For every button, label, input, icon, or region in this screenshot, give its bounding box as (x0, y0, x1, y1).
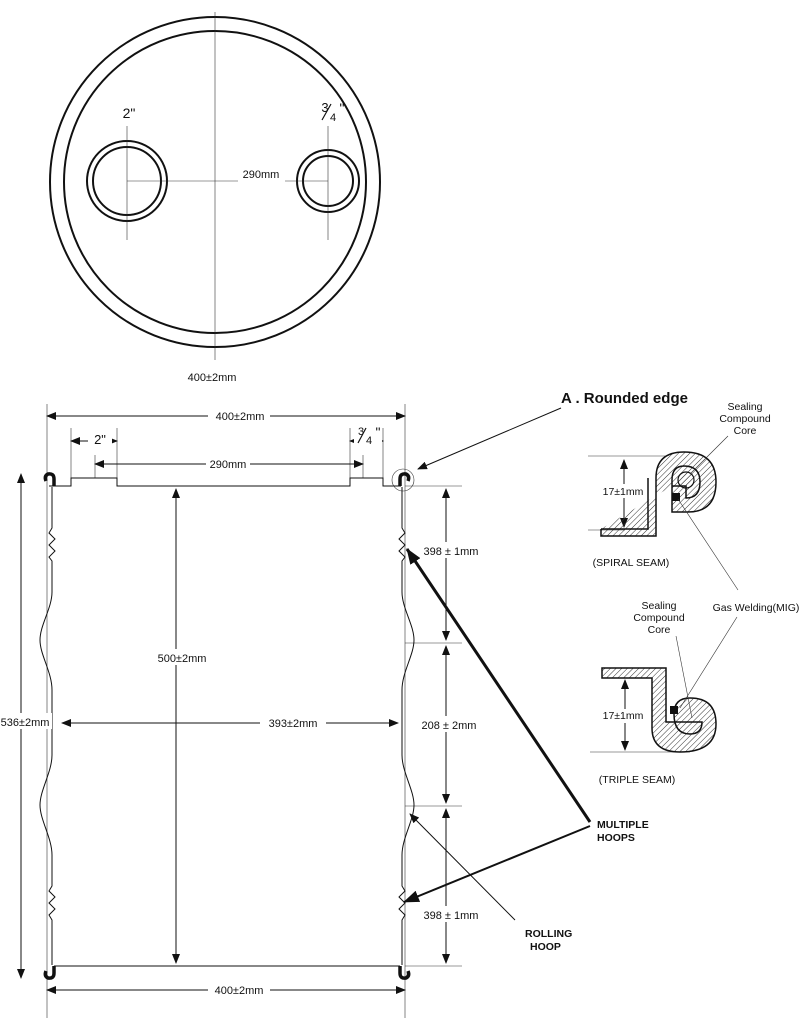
side-large-opening-label: 2" (94, 432, 106, 447)
rounded-edge-detail-circle (391, 468, 415, 492)
gas-welding-label: Gas Welding(MIG) (713, 602, 800, 614)
top-small-opening-label: 3 4 " (321, 100, 344, 124)
rolling-hoop-label-line2: HOOP (530, 941, 561, 953)
rolling-hoop-label-line1: ROLLING (525, 928, 572, 940)
spiral-height-label: 17±1mm (603, 486, 644, 498)
spiral-seam-detail: 17±1mm Sealing Compound Core (SPIRAL SEA… (588, 401, 771, 569)
top-small-opening-numerator: 3 (321, 100, 328, 115)
triple-sealing-label-2: Compound (633, 612, 685, 624)
gas-welding-callout: Gas Welding(MIG) (677, 498, 800, 709)
callouts: A . Rounded edge MULTIPLE HOOPS ROLLING … (403, 390, 688, 953)
top-left-chime (43, 472, 56, 486)
spiral-weld-point (672, 493, 680, 501)
side-small-opening-denominator: 4 (366, 435, 372, 447)
spiral-sealing-label-2: Compound (719, 413, 771, 425)
side-center-distance-label: 290mm (210, 459, 247, 471)
multiple-hoops-label-line2: HOOPS (597, 832, 635, 844)
rounded-edge-leader (417, 407, 562, 470)
rounded-edge-callout-label: A . Rounded edge (561, 390, 688, 407)
body-diameter-label: 393±2mm (269, 718, 318, 730)
top-small-opening-inch-mark: " (340, 100, 345, 116)
triple-seam-detail: 17±1mm Sealing Compound Core (TRIPLE SEA… (590, 600, 717, 786)
side-top-width-label: 400±2mm (216, 411, 265, 423)
side-view: 400±2mm 2" 3 4 " 290mm 500±2mm 536±2mm 3… (0, 404, 484, 1018)
triple-sealing-label-3: Core (648, 624, 671, 636)
gas-welding-leader-triple (679, 616, 738, 709)
side-small-opening-label: 3 4 " (357, 424, 381, 447)
drum-top-head (49, 477, 401, 487)
top-small-opening-denominator: 4 (330, 112, 336, 124)
side-small-opening-inch-mark: " (376, 424, 381, 440)
rolling-hoop-leader (409, 813, 516, 921)
gas-welding-leader-spiral (677, 498, 739, 591)
triple-seam-profile (601, 667, 717, 753)
top-center-distance-label: 290mm (243, 169, 280, 181)
multiple-hoops-label-line1: MULTIPLE (597, 819, 649, 831)
inner-height-label: 500±2mm (158, 653, 207, 665)
triple-sealing-label-1: Sealing (641, 600, 676, 612)
lower-span-label: 398 ± 1mm (424, 910, 479, 922)
drum-right-wall (398, 487, 415, 965)
triple-seam-caption: (TRIPLE SEAM) (599, 774, 675, 786)
top-diameter-label: 400±2mm (188, 372, 237, 384)
top-right-chime (391, 468, 415, 492)
spiral-sealing-leader (689, 435, 729, 475)
bottom-left-chime (43, 966, 56, 980)
triple-sealing-leader (675, 635, 693, 719)
multiple-hoops-upper-arrow (405, 548, 592, 823)
spiral-seam-caption: (SPIRAL SEAM) (593, 557, 670, 569)
bottom-right-chime (398, 966, 411, 980)
spiral-sealing-label-3: Core (734, 425, 757, 437)
multiple-hoops-lower-arrow (403, 825, 591, 903)
side-small-opening-numerator: 3 (358, 426, 364, 438)
side-bottom-width-label: 400±2mm (215, 985, 264, 997)
upper-span-label: 398 ± 1mm (424, 546, 479, 558)
top-large-opening-label: 2" (123, 105, 136, 121)
middle-span-label: 208 ± 2mm (422, 720, 477, 732)
total-height-label: 536±2mm (1, 717, 50, 729)
triple-weld-point (670, 706, 678, 714)
triple-height-label: 17±1mm (603, 710, 644, 722)
spiral-sealing-label-1: Sealing (727, 401, 762, 413)
top-view: 2" 3 4 " 290mm 400±2mm (49, 12, 381, 384)
